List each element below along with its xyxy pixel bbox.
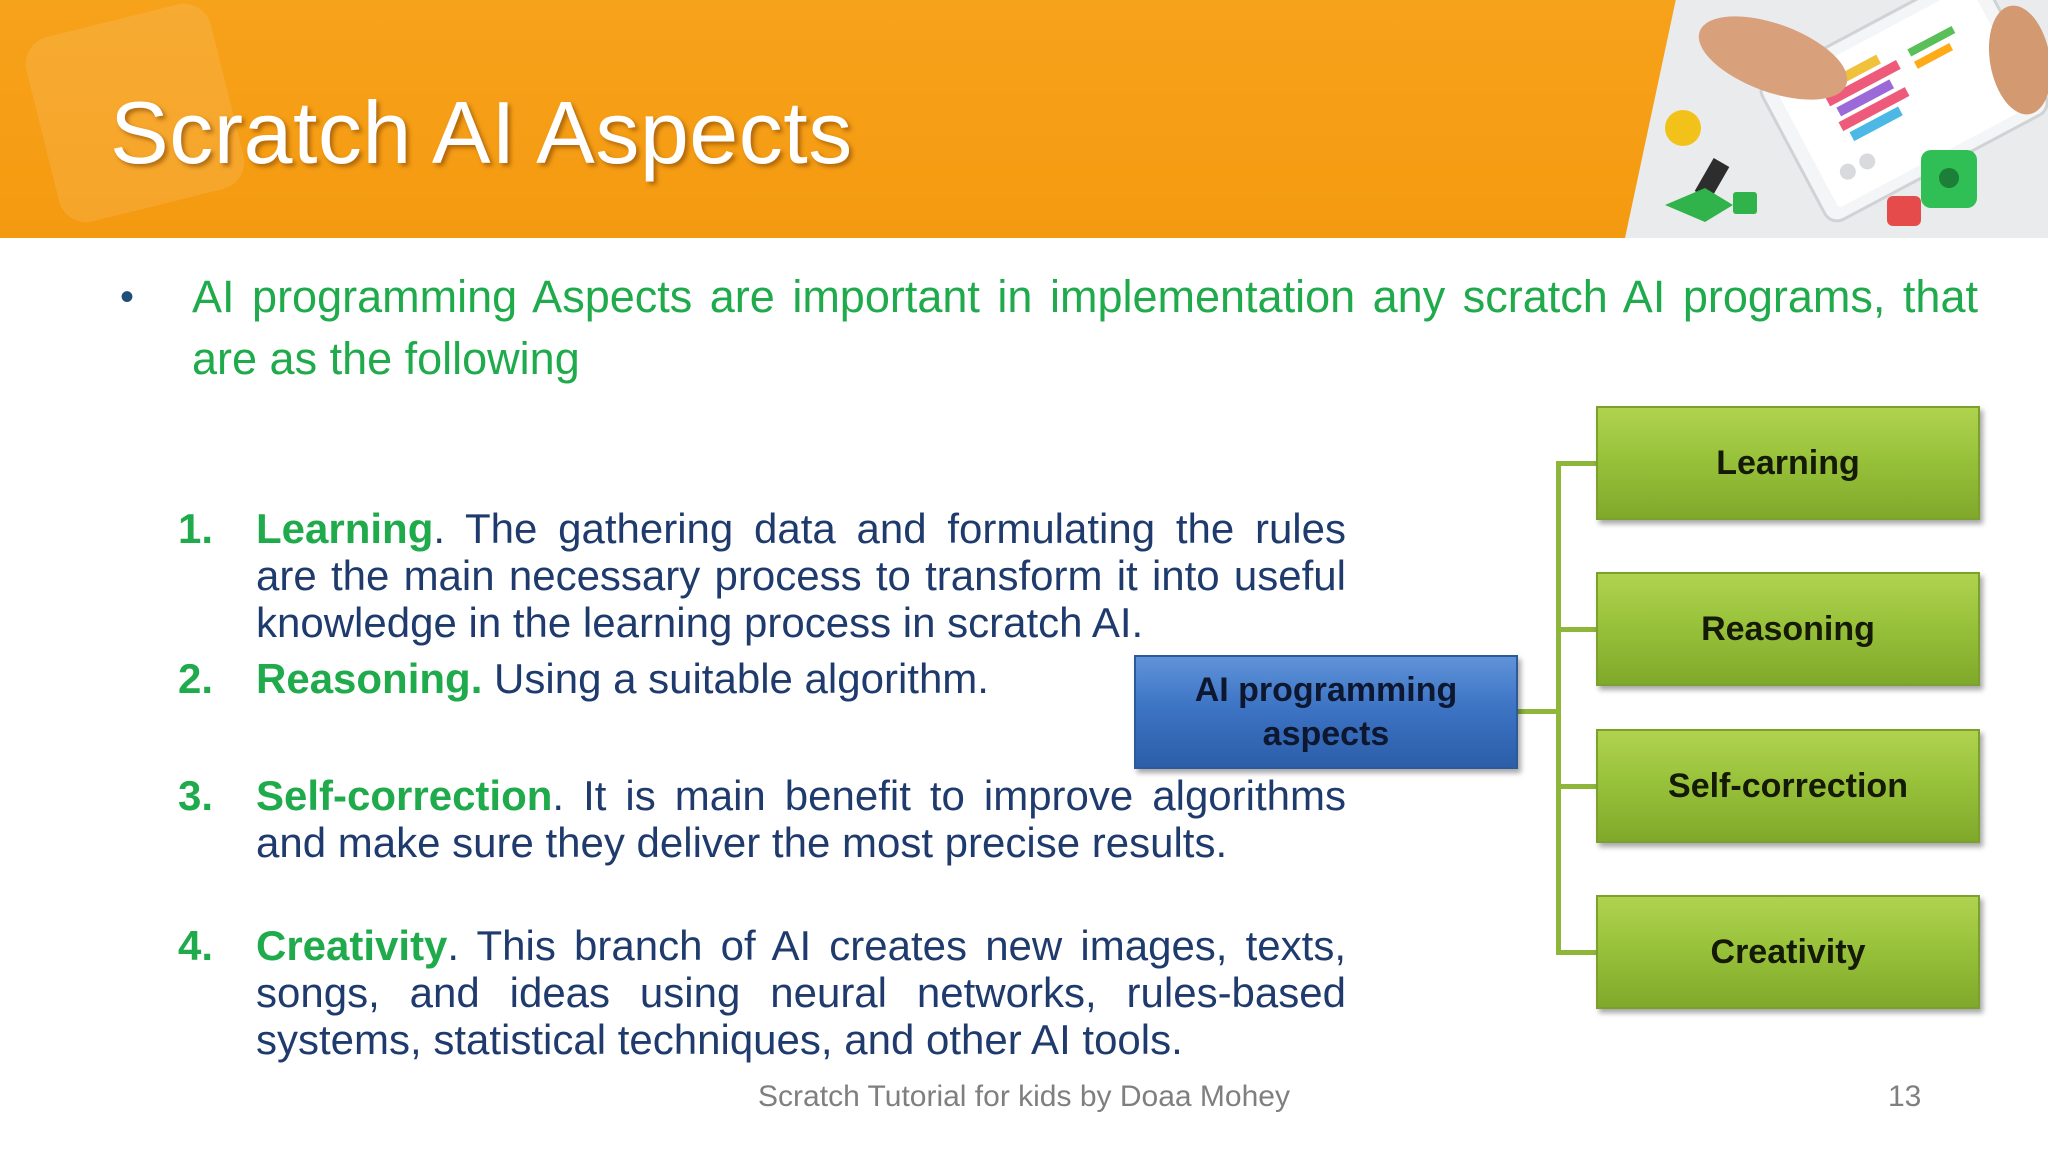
item-term: Self-correction <box>256 772 553 819</box>
item-number: 4. <box>178 922 214 969</box>
item-body: Reasoning. Using a suitable algorithm. <box>256 655 1156 702</box>
connector-self-correction <box>1556 784 1596 789</box>
diagram-node-label: Creativity <box>1710 932 1866 971</box>
diagram-node-learning: Learning <box>1596 406 1980 520</box>
slide-title: Scratch AI Aspects <box>110 83 853 182</box>
item-number: 1. <box>178 505 214 552</box>
item-term: Learning <box>256 505 434 552</box>
connector-creativity <box>1556 950 1596 955</box>
item-term: Creativity <box>256 922 448 969</box>
diagram-node-label: Self-correction <box>1668 766 1908 805</box>
item-text: . It is main benefit to improve algorith… <box>256 772 1346 866</box>
connector-learning <box>1556 461 1596 466</box>
item-body: Self-correction. It is main benefit to i… <box>256 772 1346 866</box>
item-term: Reasoning. <box>256 655 483 702</box>
item-body: Learning. The gathering data and formula… <box>256 505 1346 646</box>
connector-reasoning <box>1556 627 1596 632</box>
footer-caption: Scratch Tutorial for kids by Doaa Mohey <box>758 1080 1290 1113</box>
diagram-center-label: AI programming aspects <box>1194 671 1458 753</box>
connector-center <box>1518 709 1558 714</box>
item-text: . The gathering data and formulating the… <box>256 505 1346 646</box>
diagram-node-label: Learning <box>1716 443 1860 482</box>
page-number: 13 <box>1888 1080 1922 1113</box>
diagram-center-node: AI programming aspects <box>1134 655 1518 769</box>
intro-text: AI programming Aspects are important in … <box>192 271 1978 384</box>
diagram-node-reasoning: Reasoning <box>1596 572 1980 686</box>
diagram-node-self-correction: Self-correction <box>1596 729 1980 843</box>
connector-trunk <box>1556 461 1561 953</box>
item-number: 3. <box>178 772 214 819</box>
diagram-node-label: Reasoning <box>1701 609 1875 648</box>
item-number: 2. <box>178 655 214 702</box>
header-photo <box>1625 0 2048 238</box>
item-body: Creativity. This branch of AI creates ne… <box>256 922 1346 1063</box>
bullet-marker: • <box>120 275 135 319</box>
diagram-node-creativity: Creativity <box>1596 895 1980 1009</box>
kids-tablet-illustration <box>1625 0 2048 238</box>
item-text: Using a suitable algorithm. <box>482 655 989 702</box>
item-text: . This branch of AI creates new images, … <box>256 922 1346 1063</box>
